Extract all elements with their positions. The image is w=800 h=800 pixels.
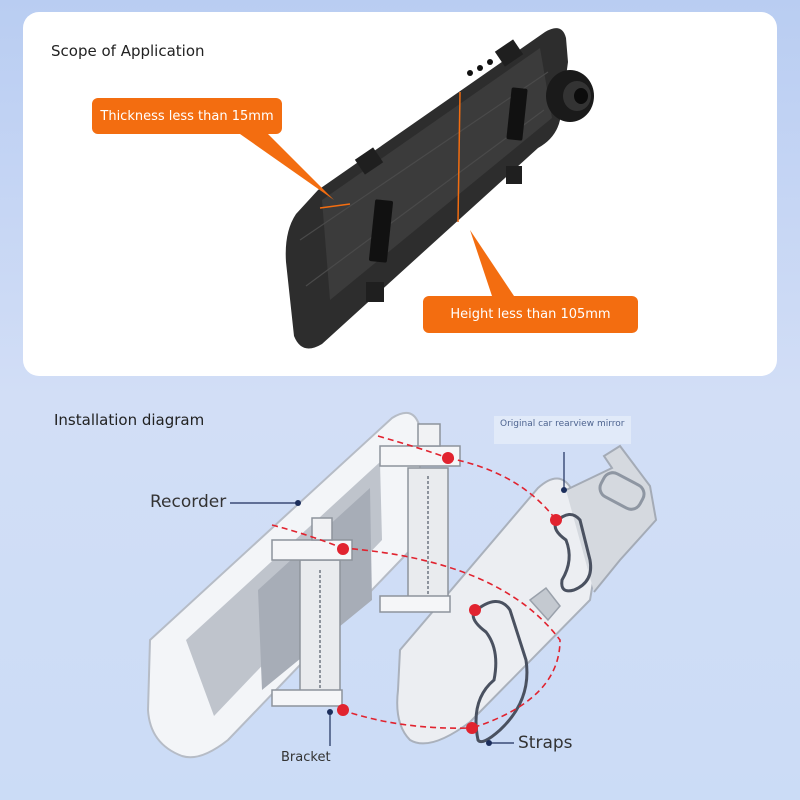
marker-dot [469,604,481,616]
attachment-markers [337,452,562,734]
thickness-dimension-line [319,203,351,209]
height-dimension-line [457,91,461,223]
bracket-right [379,423,461,613]
installation-title: Installation diagram [54,411,205,429]
recorder-label: Recorder [150,492,227,512]
dashcam-device [285,28,594,349]
marker-dot [337,704,349,716]
straps [471,513,593,744]
thickness-tag: Thickness less than 15mm [92,98,282,134]
connection-arc-bottom [341,709,473,729]
leader-dots [295,487,567,746]
bracket-label: Bracket [281,750,331,765]
marker-dot [550,514,562,526]
marker-dot [442,452,454,464]
mirror-label: Original car rearview mirror [494,416,631,444]
connection-arc-top [377,435,449,459]
straps-label: Straps [518,733,573,753]
scope-title: Scope of Application [51,42,205,60]
height-tag: Height less than 105mm [423,296,638,333]
connection-arc-upper [447,457,557,521]
connection-arc-lower [341,547,561,729]
leader-lines [230,452,565,746]
thickness-pointer [240,134,334,200]
bracket-left [271,517,353,707]
marker-dot [337,543,349,555]
height-pointer [470,230,514,296]
marker-dot [466,722,478,734]
